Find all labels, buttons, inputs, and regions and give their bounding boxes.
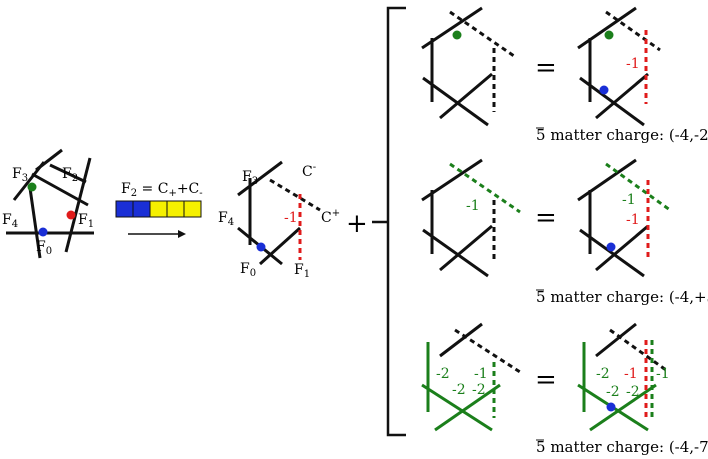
equation-text: F2 = C++C-	[121, 181, 203, 199]
arrow	[128, 230, 186, 238]
label-F2: F2	[62, 166, 78, 184]
row3-right-label-a: -2	[596, 366, 610, 382]
row2-right-label-a: -1	[622, 192, 636, 208]
blue-marker	[38, 227, 48, 237]
bracket	[372, 6, 406, 437]
row1-right-diagram	[577, 6, 661, 127]
result-Cp: C+	[321, 208, 340, 226]
box-cell-1	[115, 200, 134, 218]
result-blue-marker	[256, 242, 266, 252]
row1-right-green-marker	[604, 30, 614, 40]
result-F1: F1	[294, 262, 310, 280]
label-F1: F1	[78, 212, 94, 230]
label-F3: F3	[12, 166, 28, 184]
row3-left-label-a: -2	[436, 366, 450, 382]
pentagon-line-5	[64, 157, 92, 253]
row2-right-diagram	[577, 158, 649, 278]
result-F0: F0	[240, 261, 256, 279]
row3-right-label-e: -2	[626, 384, 640, 400]
row3-left-label-b: -1	[474, 366, 488, 382]
result-dashed-black	[269, 178, 321, 212]
pentagon-line-2	[35, 148, 63, 172]
green-marker	[27, 182, 37, 192]
row2-left-diagram	[421, 158, 496, 278]
red-marker	[66, 210, 76, 220]
row1-right-label: -1	[626, 56, 640, 72]
result-F4: F4	[218, 210, 234, 228]
label-F4: F4	[2, 212, 18, 230]
row3-right-label-d: -2	[606, 384, 620, 400]
row3-right-label-b: -1	[624, 366, 638, 382]
row3-right-label-c: -1	[656, 366, 670, 382]
pentagon-line-3	[28, 187, 42, 259]
plus-sign: +	[346, 209, 368, 239]
row3-left-label-c: -2	[452, 382, 466, 398]
row2-right-label-b: -1	[626, 212, 640, 228]
row3-left-label-d: -2	[472, 382, 486, 398]
result-hexagon	[237, 160, 321, 266]
row2-left-green-dashed	[449, 162, 521, 214]
row3-caption: 5 matter charge: (-4,-7)	[536, 438, 708, 456]
box-strip	[115, 200, 202, 218]
row2-caption: 5 matter charge: (-4,+3)	[536, 288, 708, 306]
row1-equals: =	[535, 53, 557, 83]
row3-equals: =	[535, 365, 557, 395]
row2-right-blue-marker	[606, 242, 616, 252]
row1-left-diagram	[421, 6, 515, 127]
row2-left-label: -1	[466, 198, 480, 214]
box-cell-5	[183, 200, 202, 218]
label-F0: F0	[36, 239, 52, 257]
result-line-a	[237, 160, 283, 197]
row2-equals: =	[535, 203, 557, 233]
pentagon-line-7	[31, 172, 89, 207]
row1-caption: 5 matter charge: (-4,-2)	[536, 126, 708, 144]
row1-right-blue-marker	[599, 85, 609, 95]
row2-right-green-dashed	[605, 162, 671, 212]
box-cell-3	[149, 200, 168, 218]
row1-left-green-marker	[452, 30, 462, 40]
box-cell-2	[132, 200, 151, 218]
row3-left-diagram	[421, 322, 521, 432]
pentagon-line-6	[49, 163, 87, 184]
pentagon-diagram	[6, 148, 94, 259]
row3-right-blue-marker	[606, 402, 616, 412]
result-Cm: C-	[302, 162, 316, 180]
result-line-d	[258, 226, 302, 266]
result-F3: F3	[242, 169, 258, 187]
box-cell-4	[166, 200, 185, 218]
result-minus-one: -1	[284, 210, 298, 226]
